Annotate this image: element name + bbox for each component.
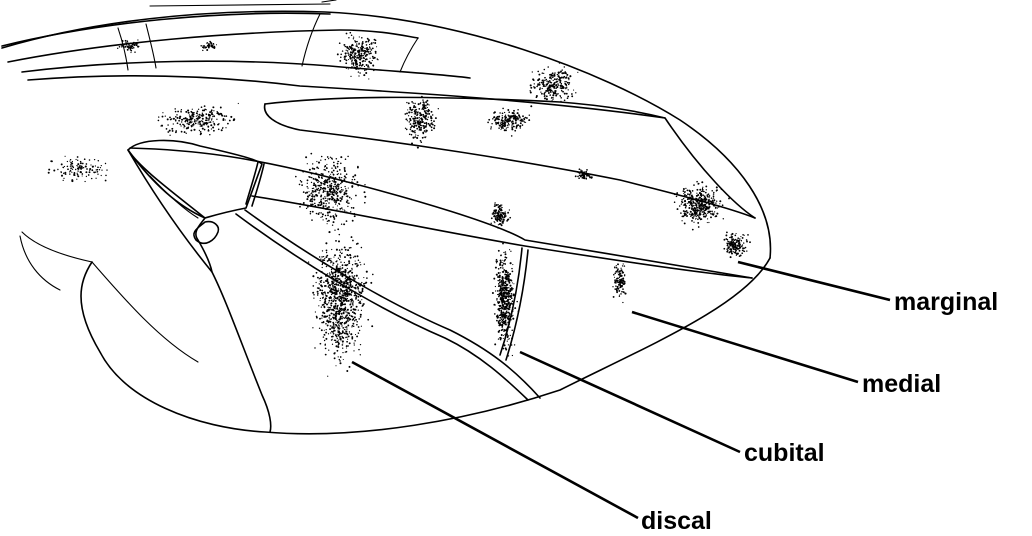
stipple-basal-mid [404, 96, 438, 149]
radius-vein [22, 61, 470, 78]
cross-vein-basal-3 [302, 14, 320, 66]
stipple-basal-costal [337, 32, 379, 80]
costal-veins [2, 0, 665, 118]
stipple-basal-wing [158, 103, 239, 136]
stipple-apical-tip [723, 232, 750, 259]
cu-vein [245, 210, 540, 398]
stipple-alula [48, 156, 108, 182]
anal-cell-outline [128, 150, 212, 272]
stipple-costal-mid [200, 41, 217, 51]
cubital-leader-line [520, 352, 740, 452]
stipple-shading [48, 32, 751, 377]
wing-base-lobe [20, 232, 92, 290]
cross-vein-basal-4 [400, 38, 418, 72]
marginal-label: marginal [894, 288, 998, 316]
discal-cell-edge [212, 272, 271, 432]
medial-label: medial [862, 370, 941, 398]
longitudinal-veins [130, 97, 755, 400]
cu-vein-lower [236, 214, 528, 400]
wing-posterior-margin [81, 258, 770, 434]
medial-leader-line [632, 312, 858, 382]
stipple-costal-basal [117, 39, 139, 53]
stipple-cubital-upper [490, 202, 511, 229]
marginal-leader-line [738, 262, 890, 300]
wing-outline [2, 11, 770, 433]
wing-alula-fold [92, 262, 198, 362]
costa-vein [2, 13, 330, 46]
discal-label: discal [641, 507, 712, 535]
cubital-label: cubital [744, 439, 825, 467]
stipple-medial-spot [612, 263, 626, 303]
stipple-discal-band [308, 224, 374, 377]
humeral-fold [150, 0, 336, 6]
stipple-radial-spot [529, 62, 578, 102]
basal-cells [128, 140, 271, 432]
stipple-radial-lower [487, 105, 532, 136]
leader-lines [352, 262, 890, 518]
callout-labels: marginal medial cubital discal [641, 288, 998, 535]
